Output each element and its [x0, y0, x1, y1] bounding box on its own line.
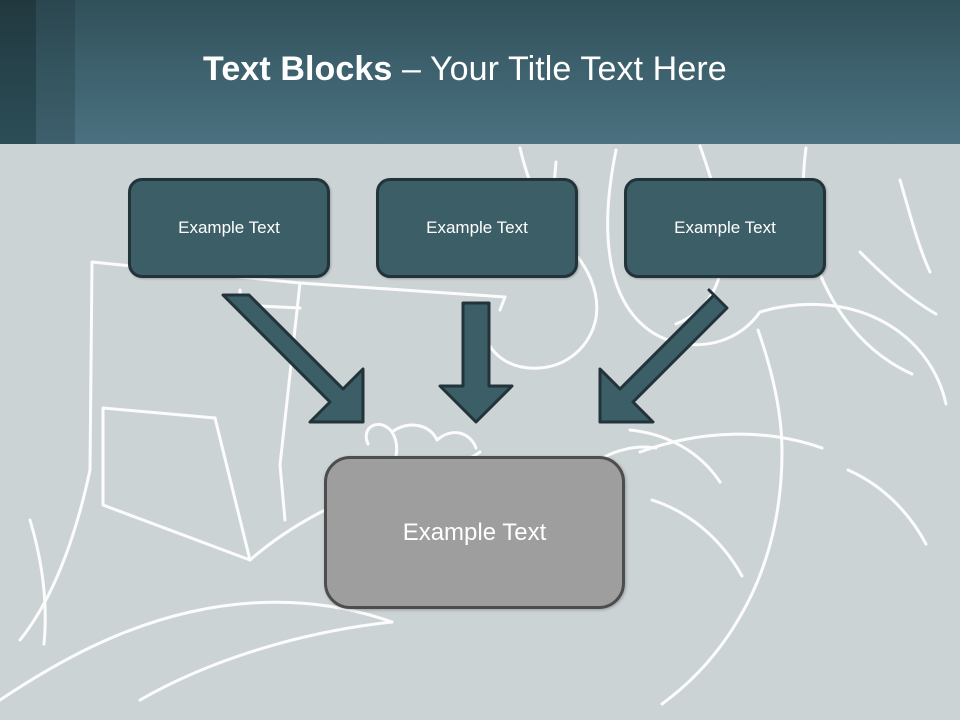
text-block-2[interactable]: Example Text [376, 178, 578, 278]
header-mid-band [36, 0, 75, 144]
page-title-separator: – [392, 50, 430, 88]
arrow-down-right-icon [221, 293, 365, 424]
text-block-1-label: Example Text [178, 218, 280, 237]
text-block-1[interactable]: Example Text [128, 178, 330, 278]
result-text-block-label: Example Text [402, 518, 547, 546]
page-title-bold: Text Blocks [203, 50, 393, 88]
arrow-down-icon [438, 301, 514, 424]
header-dark-band [0, 0, 36, 144]
text-block-2-label: Example Text [426, 218, 528, 237]
header-main-band [75, 0, 960, 144]
arrow-down-left-icon [598, 288, 729, 424]
result-text-block[interactable]: Example Text [324, 456, 625, 609]
page-title: Text Blocks – Your Title Text Here [203, 48, 727, 90]
text-block-3-label: Example Text [674, 218, 776, 237]
slide-header [0, 0, 960, 144]
text-block-3[interactable]: Example Text [624, 178, 826, 278]
page-title-rest: Your Title Text Here [429, 50, 727, 88]
